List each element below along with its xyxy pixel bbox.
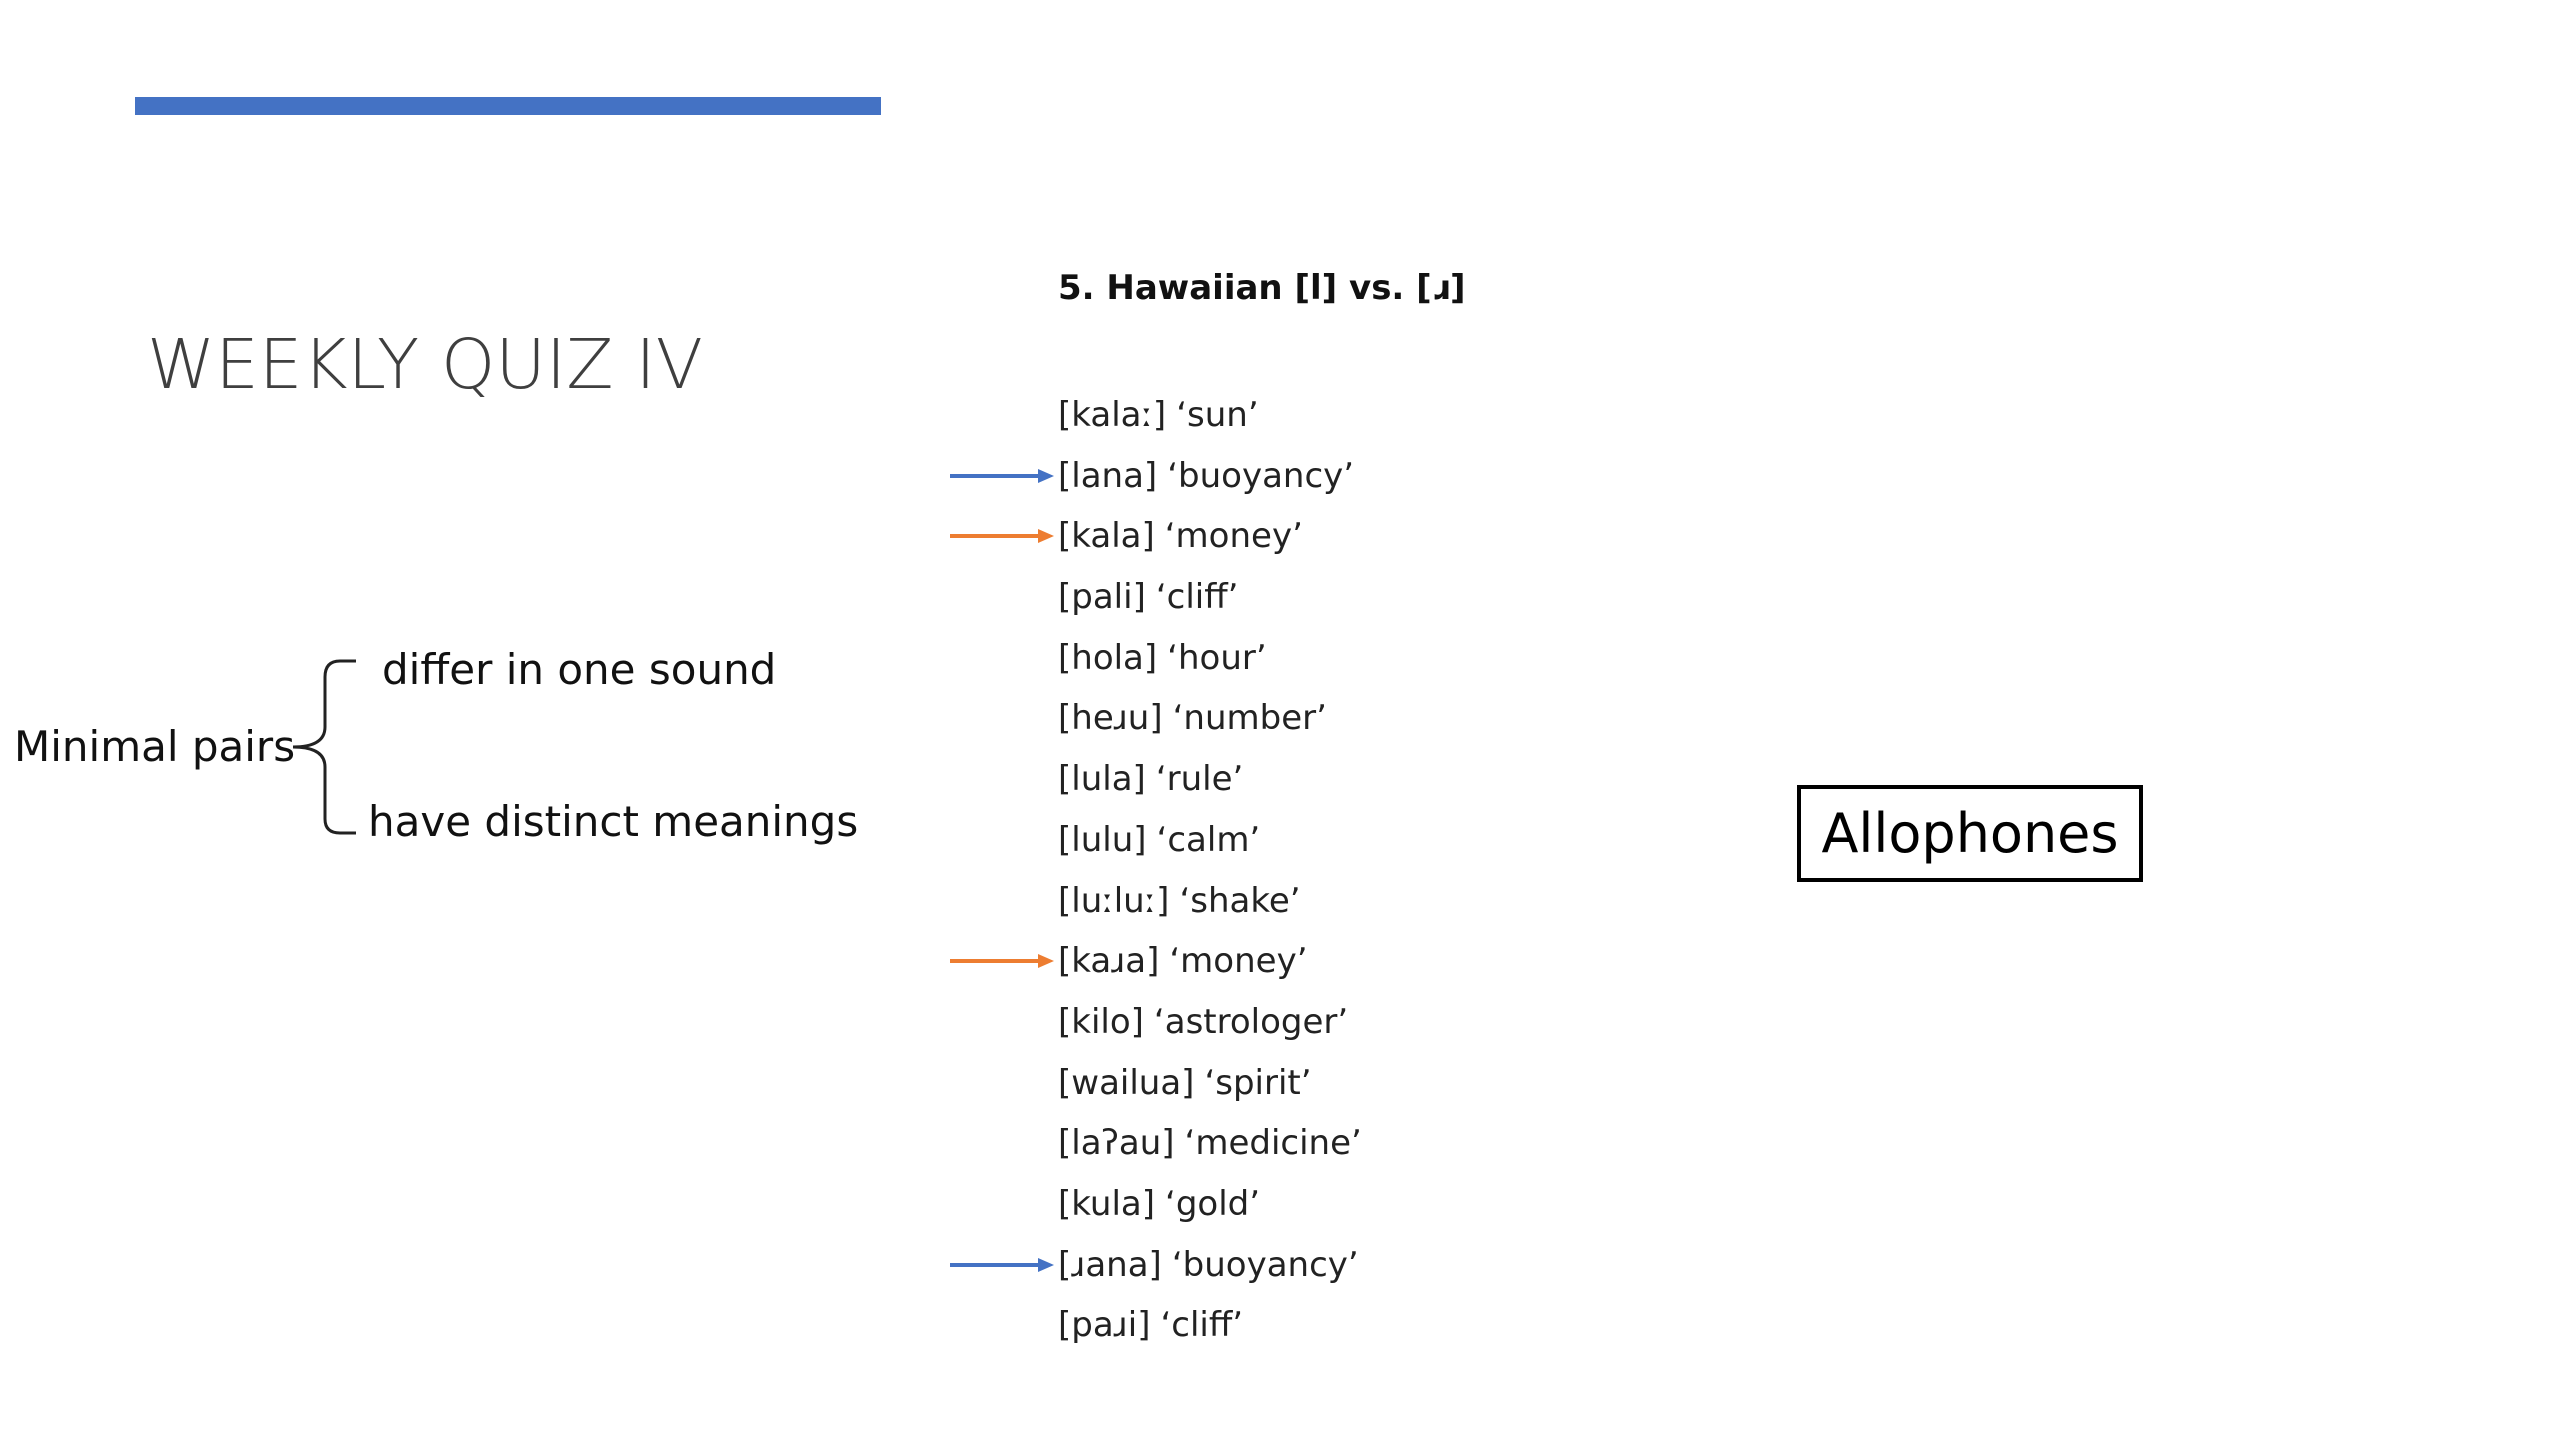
word-item: [wailua]‘spirit’ bbox=[1058, 1053, 1362, 1114]
minimal-pairs-label: Minimal pairs bbox=[14, 722, 296, 771]
word-ipa: [hola] bbox=[1058, 637, 1158, 678]
word-gloss: ‘medicine’ bbox=[1184, 1123, 1362, 1164]
word-ipa: [kilo] bbox=[1058, 1001, 1144, 1042]
word-ipa: [kaɹa] bbox=[1058, 941, 1160, 982]
word-ipa: [pali] bbox=[1058, 577, 1146, 618]
word-item: [kilo]‘astrologer’ bbox=[1058, 992, 1362, 1053]
word-gloss: ‘spirit’ bbox=[1204, 1062, 1312, 1103]
section-heading: 5. Hawaiian [l] vs. [ɹ] bbox=[1058, 268, 1466, 308]
word-gloss: ‘buoyancy’ bbox=[1171, 1244, 1359, 1285]
blue-arrow-icon bbox=[950, 1257, 1054, 1272]
word-gloss: ‘rule’ bbox=[1155, 759, 1244, 800]
orange-arrow-icon bbox=[950, 954, 1054, 969]
word-gloss: ‘calm’ bbox=[1156, 819, 1261, 860]
word-gloss: ‘number’ bbox=[1172, 698, 1327, 739]
word-gloss: ‘shake’ bbox=[1179, 880, 1301, 921]
word-ipa: [paɹi] bbox=[1058, 1305, 1151, 1346]
word-item: [pali]‘cliff’ bbox=[1058, 567, 1362, 628]
word-item: [luːluː]‘shake’ bbox=[1058, 871, 1362, 932]
definition-differ-sound: differ in one sound bbox=[382, 645, 777, 694]
word-item: [laʔau]‘medicine’ bbox=[1058, 1113, 1362, 1174]
word-gloss: ‘astrologer’ bbox=[1153, 1001, 1349, 1042]
word-ipa: [laʔau] bbox=[1058, 1123, 1175, 1164]
word-item: [kalaː]‘sun’ bbox=[1058, 385, 1362, 446]
word-gloss: ‘cliff’ bbox=[1155, 577, 1239, 618]
word-gloss: ‘money’ bbox=[1164, 516, 1303, 557]
word-ipa: [kala] bbox=[1058, 516, 1155, 557]
curly-brace-icon bbox=[292, 659, 356, 835]
definition-distinct-meanings: have distinct meanings bbox=[368, 797, 859, 846]
word-gloss: ‘buoyancy’ bbox=[1167, 455, 1355, 496]
word-ipa: [ɹana] bbox=[1058, 1244, 1162, 1285]
word-ipa: [luːluː] bbox=[1058, 880, 1170, 921]
word-ipa: [lulu] bbox=[1058, 819, 1147, 860]
word-item: [ɹana]‘buoyancy’ bbox=[950, 1235, 1362, 1296]
word-gloss: ‘cliff’ bbox=[1160, 1305, 1244, 1346]
slide-title: WEEKLY QUIZ IV bbox=[147, 325, 703, 405]
word-item: [lana]‘buoyancy’ bbox=[950, 446, 1362, 507]
word-ipa: [lana] bbox=[1058, 455, 1158, 496]
word-item: [paɹi]‘cliff’ bbox=[1058, 1295, 1362, 1356]
blue-arrow-icon bbox=[950, 468, 1054, 483]
word-item: [kula]‘gold’ bbox=[1058, 1174, 1362, 1235]
word-ipa: [kalaː] bbox=[1058, 395, 1167, 435]
word-item: [kaɹa]‘money’ bbox=[950, 931, 1362, 992]
word-gloss: ‘money’ bbox=[1169, 941, 1308, 982]
title-accent-bar bbox=[135, 97, 881, 115]
word-item: [lula]‘rule’ bbox=[1058, 749, 1362, 810]
word-item: [hola]‘hour’ bbox=[1058, 628, 1362, 689]
word-gloss: ‘gold’ bbox=[1165, 1183, 1261, 1224]
allophones-callout: Allophones bbox=[1797, 785, 2143, 882]
word-item: [kala]‘money’ bbox=[950, 506, 1362, 567]
word-gloss: ‘sun’ bbox=[1176, 395, 1259, 435]
word-ipa: [heɹu] bbox=[1058, 698, 1163, 739]
word-list: [kalaː]‘sun’[lana]‘buoyancy’[kala]‘money… bbox=[950, 385, 1362, 1356]
orange-arrow-icon bbox=[950, 529, 1054, 544]
word-gloss: ‘hour’ bbox=[1167, 637, 1267, 678]
word-item: [heɹu]‘number’ bbox=[1058, 688, 1362, 749]
word-ipa: [kula] bbox=[1058, 1183, 1156, 1224]
word-item: [lulu]‘calm’ bbox=[1058, 810, 1362, 871]
word-ipa: [lula] bbox=[1058, 759, 1146, 800]
word-ipa: [wailua] bbox=[1058, 1062, 1195, 1103]
